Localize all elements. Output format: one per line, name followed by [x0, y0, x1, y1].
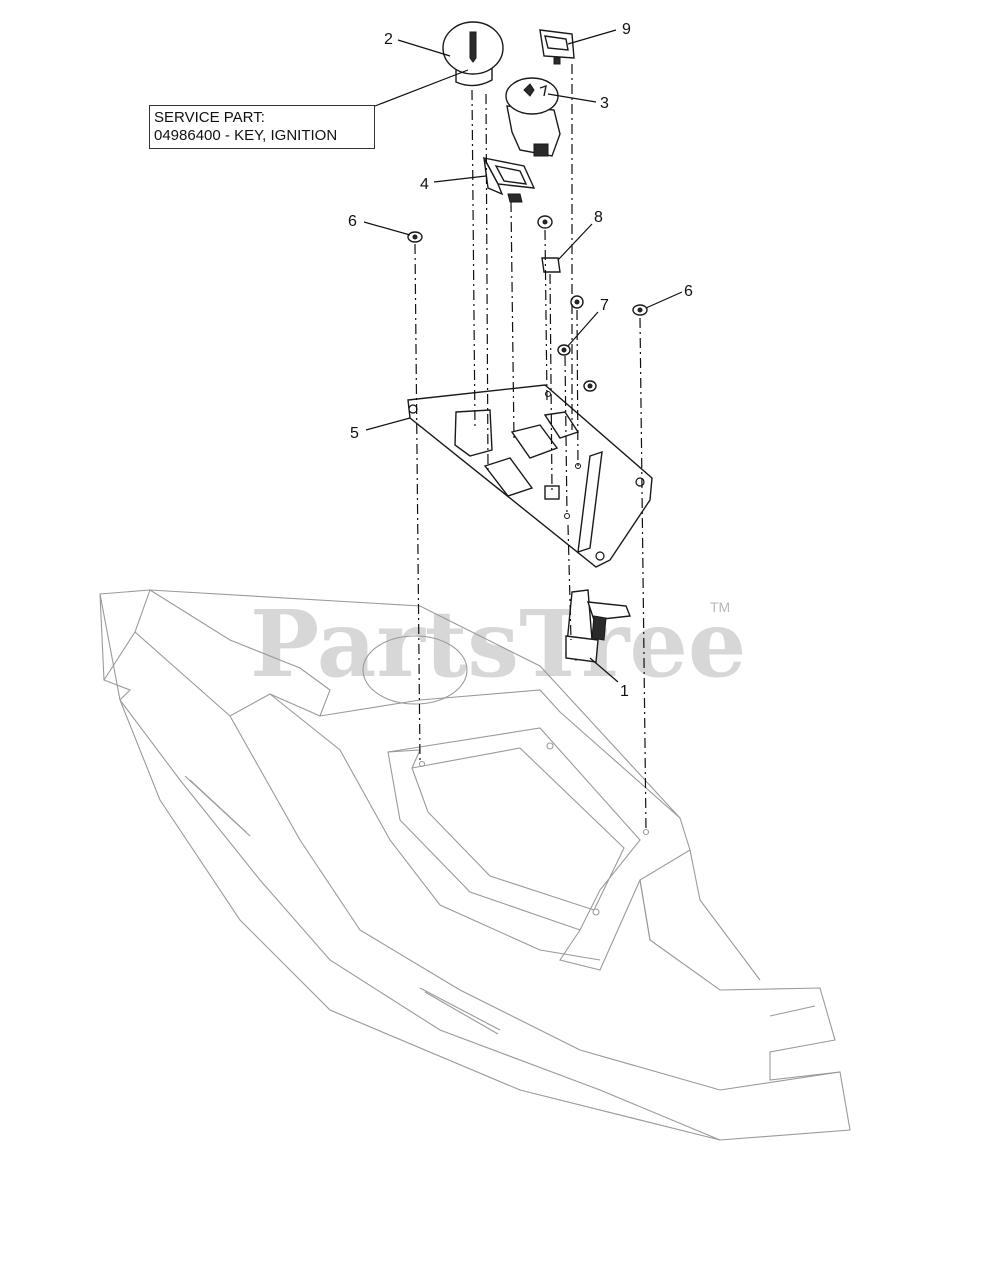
rocker-switch-4	[482, 157, 536, 203]
watermark-text: PartsTree	[250, 590, 746, 698]
screw-center	[537, 215, 553, 229]
service-part-box: SERVICE PART: 04986400 - KEY, IGNITION	[149, 105, 375, 149]
callout-1: 1	[620, 683, 629, 700]
mounting-plate	[407, 384, 653, 568]
rocker-switch-9	[539, 29, 575, 65]
callout-6-right: 6	[684, 283, 693, 300]
callout-3: 3	[600, 95, 609, 112]
fender-body	[99, 589, 851, 1141]
callout-9: 9	[622, 21, 631, 38]
nut-7	[557, 344, 571, 356]
screw-6-right	[632, 304, 648, 316]
callout-2: 2	[384, 31, 393, 48]
plug-8	[541, 257, 561, 273]
callout-5: 5	[350, 425, 359, 442]
screw-upper-right	[570, 295, 584, 309]
watermark-tm: TM	[710, 599, 730, 615]
seat-switch-bracket	[565, 589, 631, 663]
callout-6-left: 6	[348, 213, 357, 230]
callout-8: 8	[594, 209, 603, 226]
screw-lower-right	[583, 380, 597, 392]
callout-7: 7	[600, 297, 609, 314]
service-part-number: 04986400 - KEY, IGNITION	[154, 127, 338, 144]
screw-6-left	[407, 231, 423, 243]
service-part-heading: SERVICE PART:	[154, 109, 265, 126]
callout-4: 4	[420, 176, 429, 193]
pto-switch	[505, 77, 561, 157]
leader-lines	[363, 29, 683, 683]
